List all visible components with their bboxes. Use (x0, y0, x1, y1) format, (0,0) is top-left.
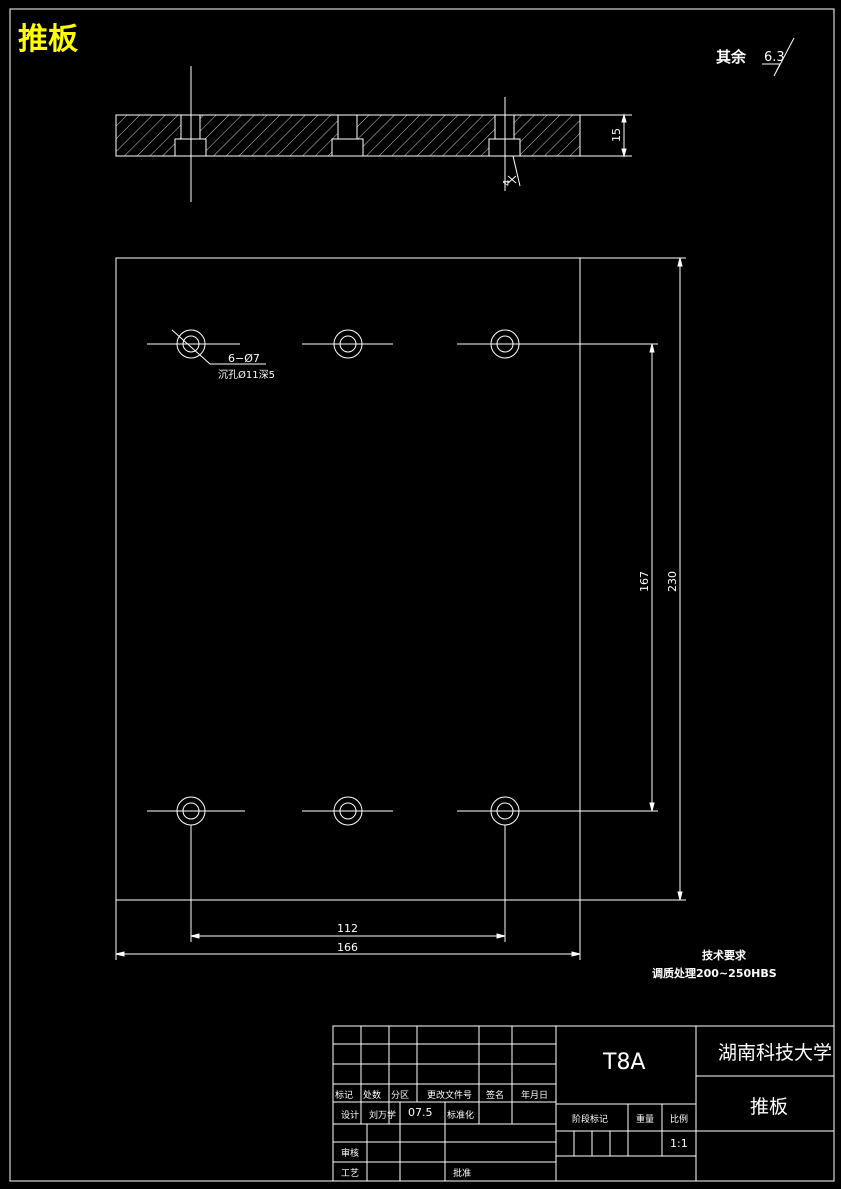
hole-spec: 6−Ø7 (228, 352, 260, 365)
plan-view (115, 257, 686, 960)
dim-plate-width: 166 (337, 941, 358, 954)
tb-school: 湖南科技大学 (718, 1042, 833, 1064)
tb-designer: 刘万学 (369, 1111, 397, 1121)
tb-header-doc: 更改文件号 (427, 1091, 473, 1101)
tech-requirements-title: 技术要求 (702, 949, 746, 962)
tb-process-label: 工艺 (341, 1169, 360, 1179)
dim-thickness: 15 (610, 128, 623, 142)
tb-stage-label: 阶段标记 (572, 1115, 609, 1125)
tb-approve-label: 批准 (453, 1169, 472, 1179)
hole-bottom-center (302, 796, 393, 826)
dim-hole-spacing-vertical: 167 (638, 571, 651, 592)
tb-standard-label: 标准化 (447, 1111, 475, 1121)
hole-top-left (147, 329, 240, 359)
tb-design-label: 设计 (341, 1111, 360, 1121)
dim-plate-height: 230 (666, 571, 679, 592)
tb-review-label: 审核 (341, 1149, 360, 1159)
section-view (115, 66, 632, 202)
title-block (332, 1025, 835, 1182)
tb-material: T8A (603, 1050, 646, 1075)
roughness-value: 6.3 (764, 50, 785, 65)
tb-date: 07.5 (408, 1106, 433, 1119)
hole-bottom-left (147, 796, 245, 826)
drawing-border (9, 8, 835, 1182)
dim-counterbore-depth: 4 (502, 179, 513, 186)
counterbore-spec: 沉孔Ø11深5 (218, 370, 275, 381)
roughness-symbol (762, 37, 795, 77)
drawing-title: 推板 (18, 22, 78, 57)
hole-bottom-right (457, 796, 580, 826)
tb-part-name: 推板 (750, 1096, 789, 1118)
tb-header-sign: 签名 (486, 1091, 505, 1101)
tb-header-zone: 分区 (391, 1091, 410, 1101)
hole-top-right (457, 329, 580, 359)
hole-top-center (302, 329, 393, 359)
tech-requirements-text: 调质处理200~250HBS (652, 967, 777, 980)
tb-header-date: 年月日 (521, 1091, 549, 1101)
tb-weight-label: 重量 (636, 1115, 655, 1125)
tb-scale: 1:1 (670, 1137, 688, 1150)
dim-hole-spacing-horizontal: 112 (337, 922, 358, 935)
tb-header-count: 处数 (363, 1091, 382, 1101)
roughness-label: 其余 (716, 48, 747, 66)
tb-header-mark: 标记 (335, 1091, 354, 1101)
tb-scale-label: 比例 (670, 1115, 689, 1125)
